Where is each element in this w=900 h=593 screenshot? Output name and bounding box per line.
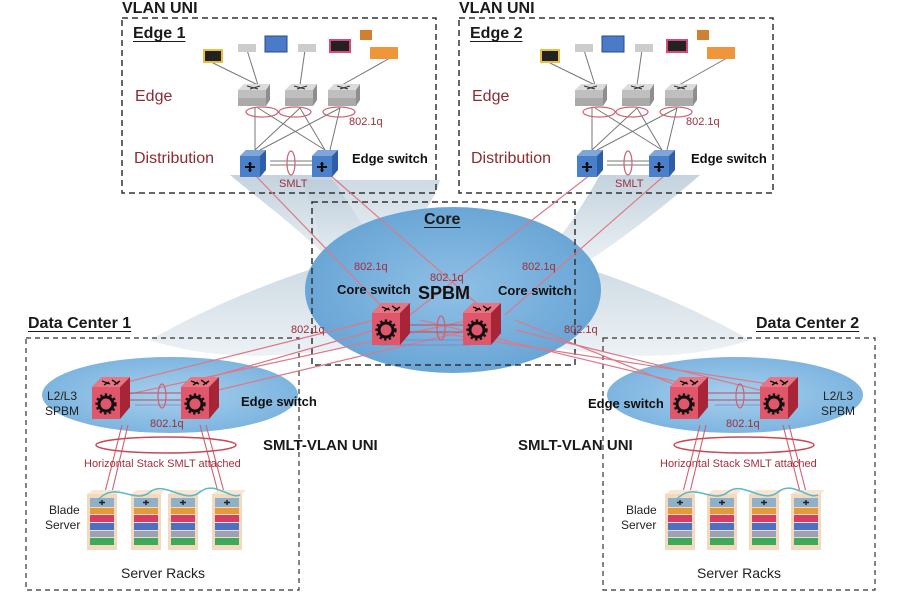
server-rack-icon (664, 489, 700, 551)
core-switches (370, 301, 503, 347)
core-switch-icon (370, 301, 412, 347)
core-left-uplink-label: 802.1q (291, 324, 325, 336)
edge-switch-icon (574, 83, 608, 107)
edge1-group-label: VLAN UNI (122, 0, 198, 17)
dc2-uni-label: SMLT-VLAN UNI (518, 437, 633, 454)
pda-icon (360, 30, 372, 40)
edge1-trunk-label: 802.1q (349, 116, 383, 128)
dc-switch-icon (90, 375, 132, 421)
dc1-title: Data Center 1 (28, 315, 132, 332)
dc-switch-icon (179, 375, 221, 421)
edge1-box (121, 17, 437, 194)
core-title: Core (424, 211, 461, 228)
core-protocol-label: SPBM (418, 283, 471, 303)
dc2-server-label-1: Blade (626, 503, 657, 517)
dc-switch-icon (668, 375, 710, 421)
dc2-stack-label: Horizontal Stack SMLT attached (660, 458, 817, 470)
core-right-uplink-label: 802.1q (564, 324, 598, 336)
edge1-tier-distribution: Distribution (134, 150, 215, 167)
edge2-devices (540, 30, 735, 178)
core-center-trunk-label: 802.1q (430, 272, 464, 284)
dc2-box (602, 337, 876, 591)
dc1-switch-label: Edge switch (241, 394, 317, 409)
edge1-title: Edge 1 (133, 25, 186, 42)
desktop-icon (264, 35, 288, 53)
access-point-icon (707, 47, 735, 59)
stack-cable (97, 487, 241, 501)
server-rack-icon (790, 489, 826, 551)
dc2-server-label-2: Server (621, 518, 657, 532)
dc1-uni-label: SMLT-VLAN UNI (263, 437, 378, 454)
dc2-fabric-label-1: L2/L3 (823, 389, 854, 403)
server-rack-icon (86, 489, 122, 551)
edge-switch-icon (237, 83, 271, 107)
distribution-switch-icon (576, 149, 604, 178)
edge-switch-icon (664, 83, 698, 107)
distribution-switch-icon (311, 149, 339, 178)
dc2-switch-label: Edge switch (588, 396, 664, 411)
pda-icon (697, 30, 709, 40)
server-rack-icon (748, 489, 784, 551)
edge1-tier-edge: Edge (135, 88, 173, 105)
desktop-icon (601, 35, 625, 53)
distribution-switch-icon (648, 149, 676, 178)
core-switch-icon (461, 301, 503, 347)
core-right-trunk-label: 802.1q (522, 261, 556, 273)
core-box (311, 201, 576, 366)
dc-switch-icon (758, 375, 800, 421)
edge2-title: Edge 2 (470, 25, 523, 42)
dc1-server-label-1: Blade (49, 503, 80, 517)
dc1-fabric-label-1: L2/L3 (47, 389, 78, 403)
phone-icon (238, 44, 256, 52)
server-rack-icon (130, 489, 166, 551)
edge2-tier-distribution: Distribution (471, 150, 552, 167)
core-left-switch-label: Core switch (337, 282, 411, 297)
server-rack-icon (211, 489, 247, 551)
edge-switch-icon (621, 83, 655, 107)
edge2-shadow (540, 175, 700, 260)
edge2-group-label: VLAN UNI (459, 0, 535, 17)
dc1-racks-label: Server Racks (121, 565, 206, 581)
distribution-switch-icon (239, 149, 267, 178)
server-rack-icon (706, 489, 742, 551)
dc2-fabric-label-2: SPBM (821, 404, 856, 418)
dc2-racks-label: Server Racks (697, 565, 782, 581)
edge-switch-icon (284, 83, 318, 107)
phone-icon (575, 44, 593, 52)
access-point-icon (370, 47, 398, 59)
edge1-smlt-label: SMLT (279, 178, 308, 190)
phone-icon (635, 44, 653, 52)
dc2-trunk-label: 802.1q (726, 418, 760, 430)
dc1-trunk-label: 802.1q (150, 418, 184, 430)
core-left-trunk-label: 802.1q (354, 261, 388, 273)
laptop-icon (203, 49, 223, 63)
edge1-devices (203, 30, 398, 178)
laptop-icon (540, 49, 560, 63)
server-rack-icon (167, 489, 203, 551)
edge2-switch-label: Edge switch (691, 151, 767, 166)
core-right-switch-label: Core switch (498, 283, 572, 298)
edge2-tier-edge: Edge (472, 88, 510, 105)
edge-switch-icon (327, 83, 361, 107)
stack-cable (675, 487, 819, 501)
edge2-trunk-label: 802.1q (686, 116, 720, 128)
dc2-devices (664, 375, 826, 551)
dc1-devices (86, 375, 247, 551)
edge2-smlt-label: SMLT (615, 178, 644, 190)
dc2-title: Data Center 2 (756, 315, 860, 332)
edge1-switch-label: Edge switch (352, 151, 428, 166)
phone-icon (298, 44, 316, 52)
laptop-icon (666, 39, 688, 53)
dc1-fabric-label-2: SPBM (45, 404, 80, 418)
edge2-box (458, 17, 774, 194)
laptop-icon (329, 39, 351, 53)
dc1-stack-label: Horizontal Stack SMLT attached (84, 458, 241, 470)
dc1-box (25, 337, 300, 591)
dc1-server-label-2: Server (45, 518, 81, 532)
